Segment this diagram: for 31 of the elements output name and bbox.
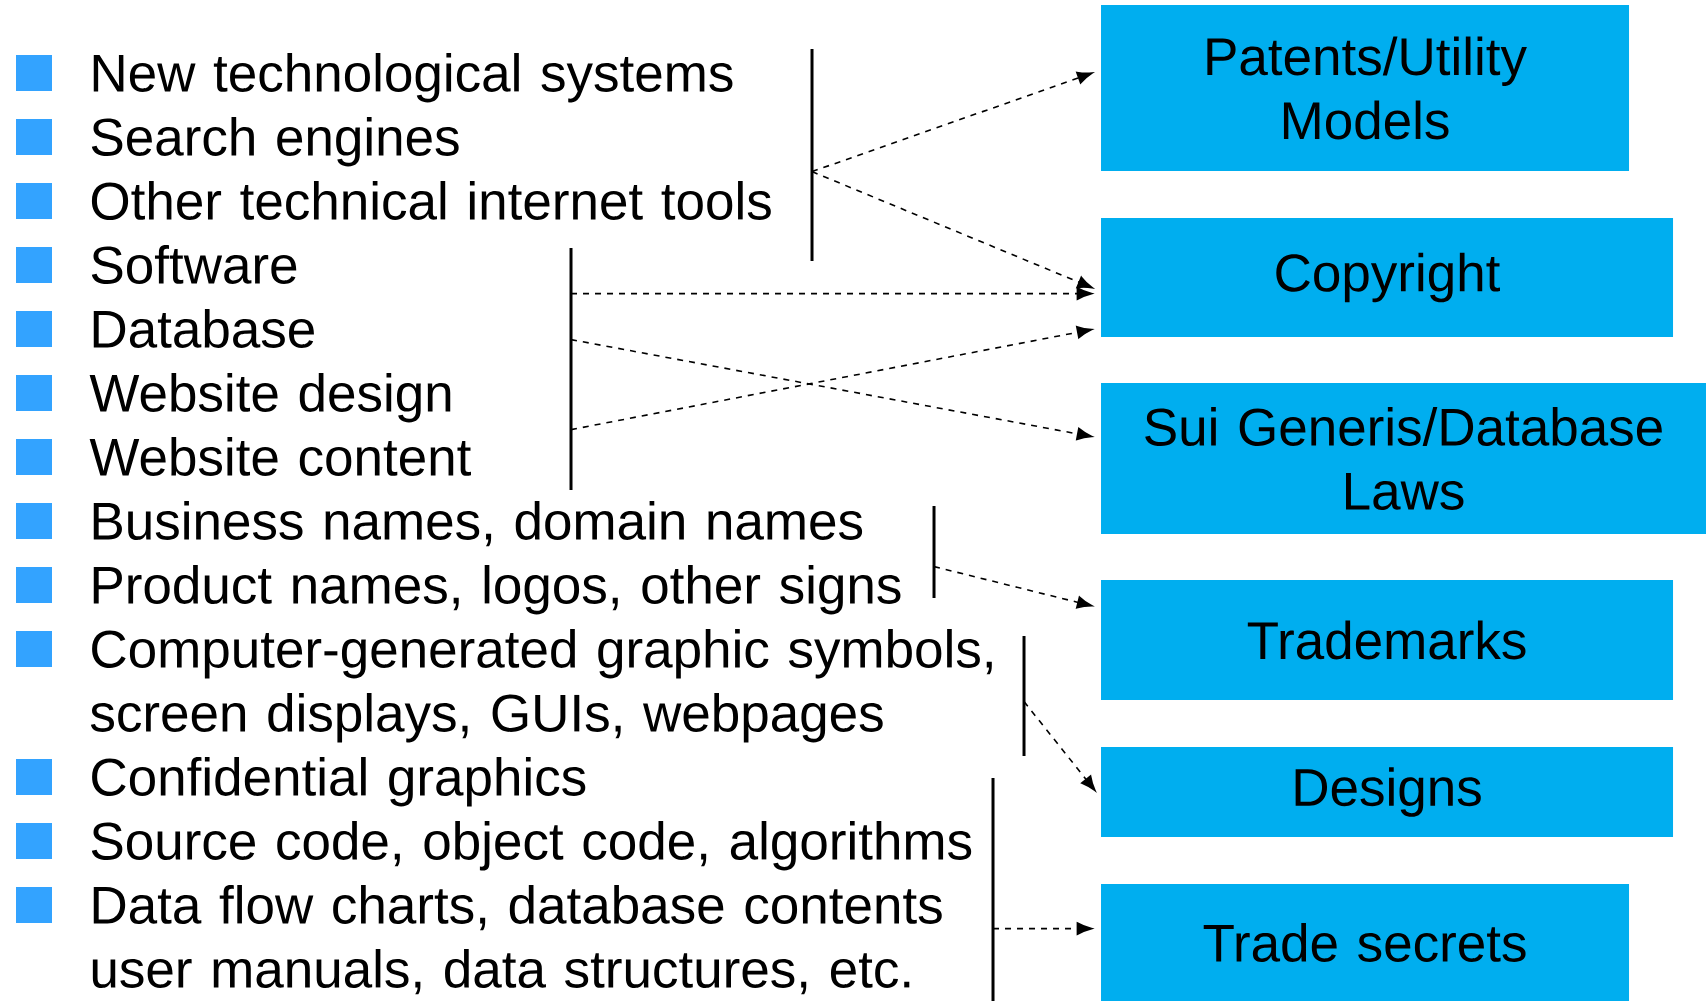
list-item: Search engines xyxy=(91,117,459,167)
list-item: Software xyxy=(91,245,297,284)
list-item: Confidential graphics xyxy=(92,757,586,807)
list-item: Business names, domain names xyxy=(93,501,863,547)
arrow xyxy=(992,922,1093,935)
list-item: Database xyxy=(93,309,314,348)
list-item: Source code, object code, algorithms xyxy=(91,821,972,871)
bracket-line xyxy=(569,248,573,490)
category-box: Trade secrets xyxy=(1101,884,1630,1001)
arrow xyxy=(933,565,1093,609)
bracket-line xyxy=(1022,636,1026,756)
arrow xyxy=(811,170,1093,289)
category-box: Sui Generis/Database Laws xyxy=(1101,383,1706,534)
list-item: Computer-generated graphic symbols, screen displays, GUIs, webpages xyxy=(90,629,992,743)
bracket-line xyxy=(810,49,814,261)
list-item: New technological systems xyxy=(93,53,733,103)
category-box: Trademarks xyxy=(1101,580,1674,700)
list-item: Other technical internet tools xyxy=(91,181,771,220)
list-item: Website content xyxy=(89,437,471,476)
arrow xyxy=(570,326,1093,431)
list-item: Data flow charts, database contents user manuals, data structures, etc. xyxy=(92,885,942,995)
category-box: Designs xyxy=(1101,747,1674,837)
list-item: Product names, logos, other signs xyxy=(93,565,901,615)
bracket-line xyxy=(932,506,936,598)
category-box: Patents/Utility Models xyxy=(1101,5,1630,171)
arrow xyxy=(570,287,1093,300)
category-box: Copyright xyxy=(1101,218,1674,337)
arrow xyxy=(1023,700,1096,792)
list-item: Website design xyxy=(89,373,451,423)
arrow xyxy=(570,338,1093,441)
arrow xyxy=(811,71,1093,173)
